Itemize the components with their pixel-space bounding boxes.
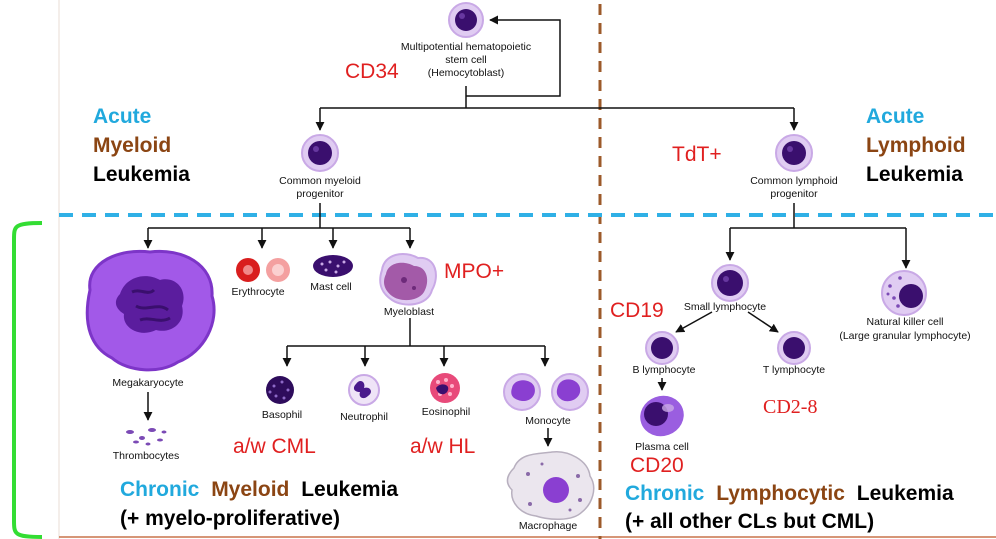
- cd19-marker: CD19: [610, 299, 664, 322]
- thrombocytes-label: Thrombocytes: [113, 450, 180, 462]
- macrophage-label: Macrophage: [519, 520, 578, 532]
- mpo-marker: MPO+: [444, 260, 504, 283]
- cll-heading-chronic: Chronic: [625, 482, 705, 505]
- lineage-connectors: [143, 15, 911, 447]
- aml-heading-myeloid: Myeloid: [93, 134, 171, 157]
- thrombocytes-icon: [126, 428, 167, 446]
- cd20-marker: CD20: [630, 454, 684, 477]
- stem-cell-label-2: stem cell: [445, 54, 486, 66]
- monocyte-icon: [503, 373, 589, 411]
- b-lymphocyte-label: B lymphocyte: [632, 364, 695, 376]
- myeloblast-label: Myeloblast: [384, 306, 434, 318]
- eosinophil-icon: [430, 373, 460, 403]
- stem-cell-label-3: (Hemocytoblast): [428, 67, 504, 79]
- common-myeloid-progenitor-icon: [301, 134, 339, 172]
- hl-association: a/w HL: [410, 435, 475, 458]
- cml-heading-leukemia: Leukemia: [301, 478, 398, 501]
- cll-heading: Chronic Lymphocytic Leukemia: [625, 482, 954, 505]
- common-lymphoid-progenitor-icon: [775, 134, 813, 172]
- cml-association: a/w CML: [233, 435, 316, 458]
- cml-heading: Chronic Myeloid Leukemia: [120, 478, 398, 501]
- basophil-label: Basophil: [262, 409, 302, 421]
- natural-killer-cell-icon: [881, 270, 927, 316]
- cmp-label: Common myeloid: [279, 175, 361, 187]
- stem-cell-label: Multipotential hematopoietic: [401, 41, 531, 53]
- all-heading-lymphoid: Lymphoid: [866, 134, 966, 157]
- chronic-bracket: [12, 221, 43, 539]
- cll-heading-lymphocytic: Lymphocytic: [716, 482, 845, 505]
- b-lymphocyte-icon: [645, 331, 679, 365]
- neutrophil-label: Neutrophil: [340, 411, 388, 423]
- t-lymphocyte-icon: [777, 331, 811, 365]
- cll-subheading: (+ all other CLs but CML): [625, 510, 874, 533]
- cd2-8-marker: CD2-8: [763, 396, 817, 418]
- megakaryocyte-label: Megakaryocyte: [112, 377, 183, 389]
- erythrocyte-icon: [236, 258, 290, 282]
- tdt-marker: TdT+: [672, 143, 722, 166]
- cd34-marker: CD34: [345, 60, 399, 83]
- clp-label-2: progenitor: [770, 188, 818, 200]
- neutrophil-icon: [348, 374, 380, 406]
- all-heading-leukemia: Leukemia: [866, 163, 963, 186]
- macrophage-icon: [506, 451, 595, 520]
- cml-heading-myeloid: Myeloid: [211, 478, 289, 501]
- cml-heading-chronic: Chronic: [120, 478, 200, 501]
- basophil-icon: [266, 376, 294, 404]
- clp-label: Common lymphoid: [750, 175, 838, 187]
- mast-cell-label: Mast cell: [310, 281, 351, 293]
- nk-cell-label-2: (Large granular lymphocyte): [839, 330, 970, 342]
- megakaryocyte-icon: [85, 249, 216, 372]
- cmp-label-2: progenitor: [296, 188, 344, 200]
- myeloblast-icon: [379, 253, 437, 306]
- stem-cell-icon: [448, 2, 484, 38]
- t-lymphocyte-label: T lymphocyte: [763, 364, 825, 376]
- cll-heading-leukemia: Leukemia: [857, 482, 954, 505]
- monocyte-label: Monocyte: [525, 415, 571, 427]
- small-lymphocyte-label: Small lymphocyte: [684, 301, 766, 313]
- nk-cell-label: Natural killer cell: [866, 316, 943, 328]
- mast-cell-icon: [313, 255, 353, 277]
- erythrocyte-label: Erythrocyte: [231, 286, 284, 298]
- eosinophil-label: Eosinophil: [422, 406, 470, 418]
- cml-subheading: (+ myelo-proliferative): [120, 507, 340, 530]
- aml-heading-acute: Acute: [93, 105, 151, 128]
- plasma-cell-label: Plasma cell: [635, 441, 689, 453]
- aml-heading-leukemia: Leukemia: [93, 163, 190, 186]
- all-heading-acute: Acute: [866, 105, 924, 128]
- plasma-cell-icon: [640, 395, 684, 437]
- small-lymphocyte-icon: [711, 264, 749, 302]
